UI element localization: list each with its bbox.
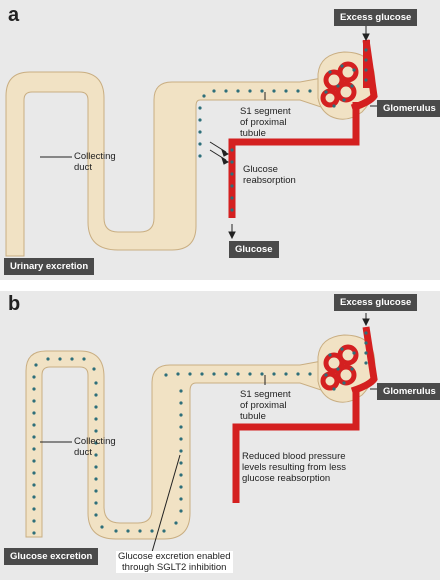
- renal-vessel: [228, 102, 360, 218]
- blood-pressure-note: Reduced blood pressure levels resulting …: [242, 451, 347, 484]
- glomerulus-loops: [320, 344, 359, 391]
- urinary-excretion-label: Urinary excretion: [4, 258, 95, 275]
- tubule-glucose-dots: [32, 357, 312, 535]
- glomerulus-loops: [320, 61, 359, 108]
- panel-a: a: [0, 0, 440, 280]
- panel-letter: a: [8, 4, 20, 26]
- panel-b: b: [0, 291, 440, 580]
- glomerulus-glucose-dots: [324, 331, 368, 391]
- pointer-arrows: [228, 26, 370, 240]
- tubule-glucose-dots: [198, 89, 312, 158]
- afferent-stripe: [363, 40, 370, 88]
- glucose-excretion-label: Glucose excretion: [4, 548, 99, 565]
- pointer-arrows: [362, 313, 370, 327]
- leader-lines: [40, 92, 378, 158]
- nephron-diagram-a: [5, 26, 378, 257]
- panel-letter: b: [8, 293, 21, 315]
- sglt2-note: Glucose excretion enabled through SGLT2 …: [116, 551, 233, 573]
- glomerulus-label: Glomerulus: [377, 100, 440, 117]
- glucose-reabsorption-label: Glucose reabsorption: [243, 164, 296, 186]
- nephron-diagram-b: [25, 313, 378, 560]
- s1-segment-label: S1 segment of proximal tubule: [240, 389, 291, 422]
- collecting-duct-label: Collecting duct: [74, 151, 116, 173]
- leader-lines: [40, 375, 378, 560]
- excess-glucose-label: Excess glucose: [334, 294, 418, 311]
- glucose-label: Glucose: [229, 241, 279, 258]
- glomerulus-glucose-dots: [324, 48, 368, 108]
- reabsorption-arrows: [209, 141, 229, 165]
- renal-vessel: [232, 387, 360, 503]
- vessel-glucose-dots: [230, 148, 234, 212]
- efferent-vessel: [350, 326, 378, 395]
- nephron-tubule: [25, 350, 331, 540]
- s1-segment-label: S1 segment of proximal tubule: [240, 106, 291, 139]
- collecting-duct-label: Collecting duct: [74, 436, 116, 458]
- efferent-vessel: [350, 39, 378, 112]
- glomerulus-label: Glomerulus: [377, 383, 440, 400]
- excess-glucose-label: Excess glucose: [334, 9, 418, 26]
